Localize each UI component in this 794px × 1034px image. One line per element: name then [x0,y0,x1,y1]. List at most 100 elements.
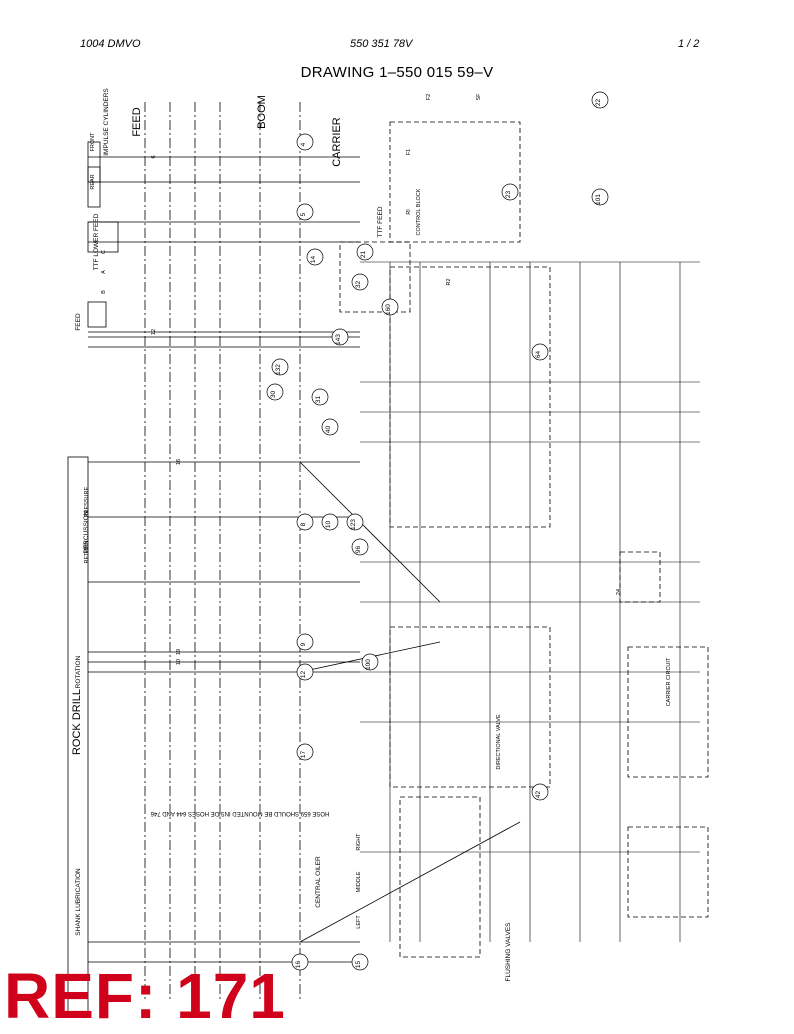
hose-line [299,461,441,603]
valve-block [389,121,521,243]
callout-circle: 100 [361,653,379,671]
zone-label-rock-drill: ROCK DRILL [71,689,83,755]
callout-circle: 101 [591,188,609,206]
callout-ring [346,513,364,531]
header-doc-id: 1004 DMVO [80,38,141,50]
hose-line [299,821,521,943]
section-label: IMPULSE CYLINDERS [103,88,110,156]
callout-circle: 42 [531,783,549,801]
cylinder-symbol [87,141,101,183]
callout-number: 160 [385,304,392,315]
reference-stamp: REF: 171 [4,960,286,1032]
callout-circle: 16 [291,953,309,971]
callout-circle: 143 [331,328,349,346]
line-number: 16 [176,459,182,465]
cylinder-symbol [87,221,119,253]
callout-ring [291,953,309,971]
valve-block [389,266,551,528]
component-label: MIDDLE [356,871,362,892]
callout-ring [351,953,369,971]
callout-circle: 31 [311,388,329,406]
callout-circle: 32 [351,273,369,291]
section-label: FLUSHING VALVES [505,922,512,982]
callout-ring [296,633,314,651]
callout-ring [591,188,609,206]
callout-ring [296,743,314,761]
callout-number: 22 [595,99,602,107]
callout-circle: 12 [296,663,314,681]
callout-circle: 40 [321,418,339,436]
valve-block [619,551,661,603]
callout-ring [381,298,399,316]
callout-number: 96 [355,546,362,554]
callout-ring [311,388,329,406]
callout-group: 22 4 5 8 9 10 12 14 15 16 17 21 23 30 31 32 40 42 64 96 100 1… [266,91,609,971]
line-number: 10 [176,659,182,665]
component-label: CONTROL BLOCK [416,188,422,235]
callout-circle: 23 [501,183,519,201]
callout-number: 31 [315,396,322,404]
line-number: 12 [151,329,157,335]
callout-ring [501,183,519,201]
line-number: 24 [616,589,622,595]
callout-number: 14 [310,256,317,264]
callout-number: 30 [270,391,277,399]
callout-circle: 15 [351,953,369,971]
component-label: PRESSURE [84,487,90,518]
line-number: 19 [176,649,182,655]
component-label: F2 [426,94,432,100]
callout-number: 32 [355,281,362,289]
component-label: LEFT [356,915,362,929]
valve-block [627,646,709,778]
callout-circle: 10 [321,513,339,531]
callout-number: 42 [535,791,542,799]
drill-frame [67,456,89,1018]
component-label: RETURN [84,541,90,564]
callout-number: 132 [275,364,282,375]
drawing-title: DRAWING 1–550 015 59–V [300,64,494,81]
valve-block [627,826,709,918]
section-label: CENTRAL OILER [315,856,322,908]
callout-circle: 4 [296,133,314,151]
callout-ring [331,328,349,346]
line-number: 6 [151,155,157,158]
callout-number: 12 [300,671,307,679]
callout-number: 21 [360,251,367,259]
callout-circle: 64 [531,343,549,361]
callout-circle: 30 [266,383,284,401]
callout-number: 123 [350,519,357,530]
callout-ring [321,418,339,436]
section-label: FEED [75,313,82,331]
valve-block [339,241,411,313]
section-label: TTF LOWER FEED [93,213,100,270]
zone-label-carrier: CARRIER [331,117,343,167]
callout-ring [531,343,549,361]
callout-circle: 8 [296,513,314,531]
callout-circle: 14 [306,248,324,266]
component-label: SF [476,93,482,101]
component-label: A [101,270,107,274]
section-labels: IMPULSE CYLINDERS TTF LOWER FEED FEED PERCU… [75,88,512,982]
header-part-number: 550 351 78V [350,38,413,50]
component-label: F1 [406,149,412,155]
callout-ring [531,783,549,801]
component-label: FRONT [90,132,96,152]
component-label: B [101,290,107,294]
callout-ring [306,248,324,266]
callout-number: 5 [300,212,307,216]
callout-ring [356,243,374,261]
callout-number: 17 [300,751,307,759]
callout-circle: 160 [381,298,399,316]
callout-circle: 96 [351,538,369,556]
callout-circle: 9 [296,633,314,651]
section-label: SHANK LUBRICATION [75,868,82,936]
component-label: RI [406,209,412,215]
callout-ring [591,91,609,109]
callout-ring [296,133,314,151]
callout-ring [321,513,339,531]
callout-number: 100 [365,659,372,670]
callout-circle: 5 [296,203,314,221]
section-label: PERCUSSION [83,510,90,553]
